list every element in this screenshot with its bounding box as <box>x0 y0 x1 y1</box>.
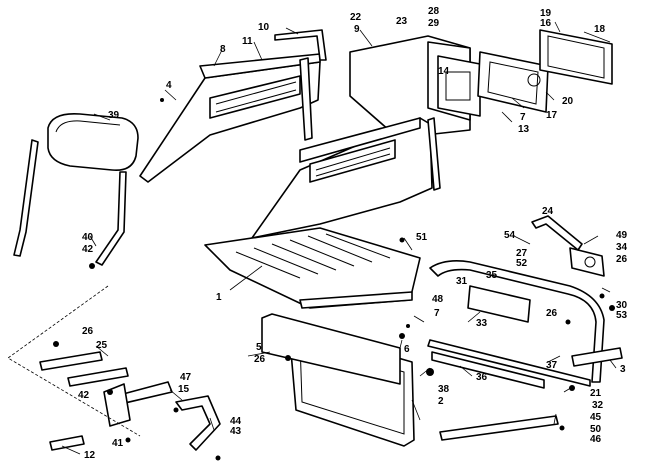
callout-4: 4 <box>166 80 172 91</box>
callout-31: 31 <box>456 276 468 287</box>
callout-44: 44 <box>230 416 242 427</box>
callout-7a: 7 <box>434 308 440 319</box>
callout-39: 39 <box>108 110 120 121</box>
callout-27: 27 <box>516 248 528 259</box>
callout-32: 32 <box>592 400 604 411</box>
callout-23: 23 <box>396 16 408 27</box>
callout-12: 12 <box>84 450 96 461</box>
callout-3: 3 <box>620 364 626 375</box>
callout-52: 52 <box>516 258 528 269</box>
callout-26a: 26 <box>82 326 94 337</box>
callout-16: 16 <box>540 18 552 29</box>
callout-36: 36 <box>476 372 488 383</box>
callout-42b: 42 <box>78 390 90 401</box>
callout-5: 5 <box>256 342 262 353</box>
callout-24: 24 <box>542 206 554 217</box>
callout-13: 13 <box>518 124 530 135</box>
callout-50: 50 <box>590 424 602 435</box>
callout-41: 41 <box>112 438 124 449</box>
callout-6: 6 <box>404 344 410 355</box>
left-side-panel <box>139 53 321 183</box>
callout-2: 2 <box>438 396 444 407</box>
callout-26b: 26 <box>254 354 266 365</box>
callout-46: 46 <box>590 434 602 445</box>
bracket-rod <box>274 29 327 61</box>
callout-43: 43 <box>230 426 242 437</box>
callout-20: 20 <box>562 96 574 107</box>
callout-1: 1 <box>216 292 222 303</box>
right-side-panel <box>251 117 441 239</box>
callout-33: 33 <box>476 318 488 329</box>
callout-40: 40 <box>82 232 94 243</box>
callout-53: 53 <box>616 310 628 321</box>
callout-47: 47 <box>180 372 192 383</box>
callout-18: 18 <box>594 24 606 35</box>
backrest-pad <box>47 112 139 172</box>
callout-45: 45 <box>590 412 602 423</box>
callout-51: 51 <box>416 232 428 243</box>
latch-bracket <box>477 51 549 113</box>
callout-19: 19 <box>540 8 552 19</box>
callout-labels: 1 2 3 4 5 6 7 7 8 9 10 11 12 13 14 15 16… <box>78 6 628 461</box>
hinge-bar <box>431 351 545 389</box>
callout-38: 38 <box>438 384 450 395</box>
callout-8: 8 <box>220 44 226 55</box>
callout-10: 10 <box>258 22 270 33</box>
callout-9: 9 <box>354 24 360 35</box>
cross-plate <box>467 285 531 323</box>
hitch-bracket <box>571 347 623 367</box>
rear-panel <box>349 35 481 139</box>
side-bracket <box>569 247 605 277</box>
taillight-lens <box>539 29 613 85</box>
callout-17: 17 <box>546 110 558 121</box>
lower-rail <box>439 415 559 441</box>
front-board <box>261 313 401 385</box>
handle <box>531 215 583 251</box>
callout-26d: 26 <box>616 254 628 265</box>
callout-37: 37 <box>546 360 558 371</box>
callout-42a: 42 <box>82 244 94 255</box>
callout-28: 28 <box>428 6 440 17</box>
mounting-brackets <box>39 351 221 451</box>
callout-22: 22 <box>350 12 362 23</box>
dashed-guide <box>7 285 141 437</box>
callout-26c: 26 <box>546 308 558 319</box>
callout-11: 11 <box>242 36 253 47</box>
backrest-frame <box>13 139 127 269</box>
callout-30: 30 <box>616 300 628 311</box>
floor-tray <box>204 227 421 309</box>
callout-49: 49 <box>616 230 628 241</box>
leader-lines <box>61 21 617 455</box>
callout-54: 54 <box>504 230 516 241</box>
callout-25: 25 <box>96 340 108 351</box>
hardware-dots <box>53 98 615 461</box>
tubular-frame <box>427 260 605 387</box>
callout-34: 34 <box>616 242 628 253</box>
callout-14: 14 <box>438 66 450 77</box>
callout-7b: 7 <box>520 112 526 123</box>
callout-48: 48 <box>432 294 444 305</box>
callout-35: 35 <box>486 270 498 281</box>
callout-29: 29 <box>428 18 440 29</box>
callout-15: 15 <box>178 384 190 395</box>
callout-21: 21 <box>590 388 602 399</box>
